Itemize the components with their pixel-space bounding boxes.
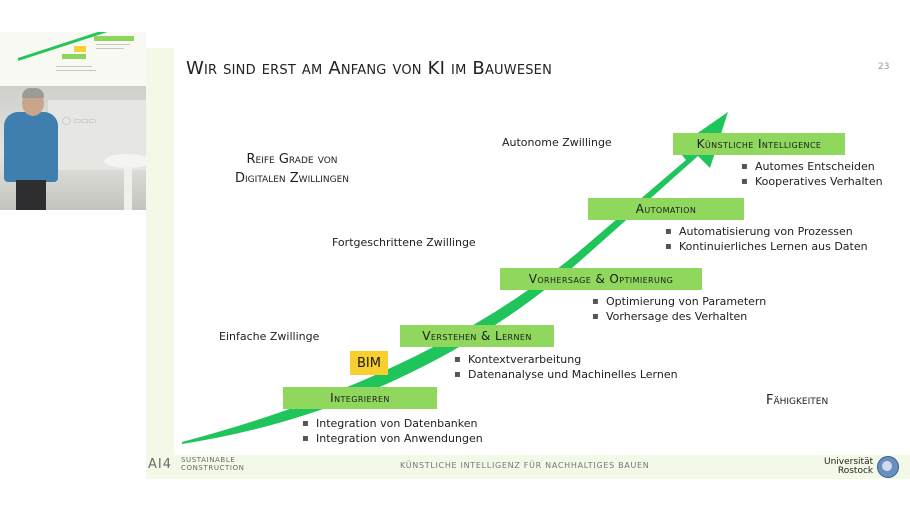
footer-tagline: KÜNSTLICHE INTELLIGENZ FÜR NACHHALTIGES … [400, 461, 650, 470]
stage-vorhersage-optimierung: Vorhersage & Optimierung [500, 268, 702, 290]
list-item: Kontextverarbeitung [454, 352, 678, 367]
speaker-body [4, 112, 58, 182]
video-wall-logo: ◯ ▭▭▭ [62, 116, 97, 125]
slide-side-strip [146, 48, 174, 478]
slide-canvas [146, 48, 910, 478]
list-item: Kooperatives Verhalten [741, 174, 883, 189]
label-einfache-zwillinge: Einfache Zwillinge [219, 330, 320, 343]
stage-verstehen-lernen: Verstehen & Lernen [400, 325, 554, 347]
list-item: Datenanalyse und Machinelles Lernen [454, 367, 678, 382]
ai4-logo-text: SUSTAINABLE CONSTRUCTION [181, 456, 245, 472]
list-item: Optimierung von Parametern [592, 294, 766, 309]
heading-line: Reife Grade von [246, 152, 338, 167]
slide-footer [146, 455, 910, 479]
thumbnail-line [56, 70, 96, 71]
logo-line: SUSTAINABLE [181, 456, 236, 464]
list-item: Automatisierung von Prozessen [665, 224, 868, 239]
video-table-top [104, 154, 146, 168]
thumbnail-line [96, 44, 130, 45]
bullet-list-verstehen: Kontextverarbeitung Datenanalyse und Mac… [454, 352, 678, 382]
university-line: Universität [824, 457, 874, 467]
speaker-hair [22, 88, 44, 98]
thumbnail-bim-box [74, 46, 86, 52]
page-number: 23 [878, 62, 890, 72]
heading-line: Digitalen Zwillingen [234, 171, 350, 186]
label-faehigkeiten: Fähigkeiten [766, 393, 829, 408]
video-table-stem [124, 166, 132, 210]
bullet-list-vorhersage: Optimierung von Parametern Vorhersage de… [592, 294, 766, 324]
thumbnail-line [56, 66, 92, 67]
list-item: Kontinuierliches Lernen aus Daten [665, 239, 868, 254]
stage-automation: Automation [588, 198, 744, 220]
bim-badge: BIM [350, 351, 388, 375]
thumbnail-line [96, 48, 124, 49]
slide-title: Wir sind erst am Anfang von KI im Bauwes… [186, 58, 553, 79]
heading-reife-grade: Reife Grade von Digitalen Zwillingen [218, 150, 366, 188]
list-item: Integration von Datenbanken [302, 416, 483, 431]
label-autonome-zwillinge: Autonome Zwillinge [502, 136, 612, 149]
label-fortgeschrittene-zwillinge: Fortgeschrittene Zwillinge [332, 236, 476, 249]
speaker-video: ◯ ▭▭▭ [0, 86, 146, 210]
thumbnail-stage-box [62, 54, 86, 59]
university-name: Universität Rostock [824, 458, 873, 476]
list-item: Automes Entscheiden [741, 159, 883, 174]
thumbnail-stage-box [94, 36, 134, 41]
logo-line: CONSTRUCTION [181, 464, 245, 472]
list-item: Vorhersage des Verhalten [592, 309, 766, 324]
ai4-logo-mark: AI4 [148, 457, 172, 472]
university-seal-center-icon [882, 461, 892, 471]
speaker-legs [16, 180, 46, 210]
bullet-list-integrieren: Integration von Datenbanken Integration … [302, 416, 483, 446]
bullet-list-automation: Automatisierung von Prozessen Kontinuier… [665, 224, 868, 254]
list-item: Integration von Anwendungen [302, 431, 483, 446]
university-line: Rostock [837, 466, 874, 476]
stage-kuenstliche-intelligence: Künstliche Intelligence [673, 133, 845, 155]
slide-preview-thumbnail [0, 32, 146, 86]
stage-integrieren: Integrieren [283, 387, 437, 409]
bullet-list-ki: Automes Entscheiden Kooperatives Verhalt… [741, 159, 883, 189]
